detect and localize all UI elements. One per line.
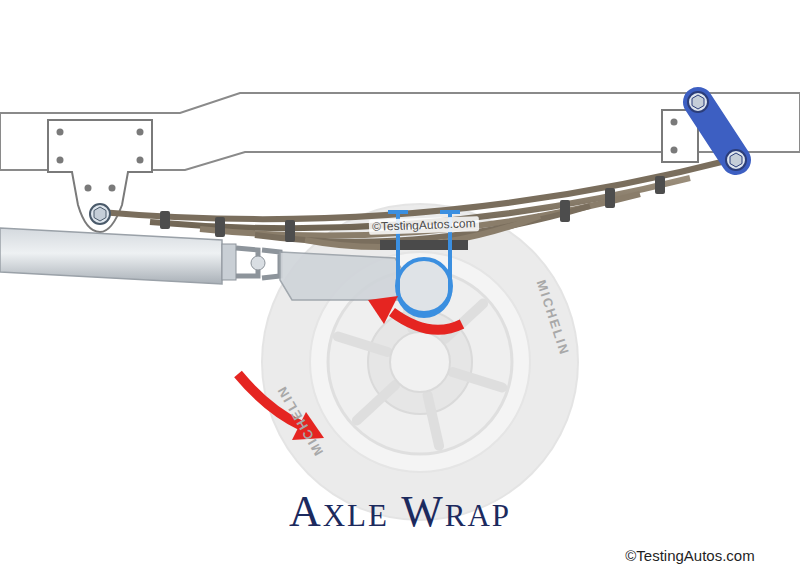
watermark: ©TestingAutos.com (369, 216, 479, 235)
spring-eye-bolt (90, 204, 110, 224)
tire (262, 204, 578, 520)
drive-shaft (0, 228, 420, 300)
rotation-arrow (368, 296, 462, 330)
watermark: ©TestingAutos.com (622, 547, 757, 566)
tire-brand: MICHELIN (531, 275, 573, 361)
diagram-title: Axle Wrap (286, 487, 514, 537)
wheel-spoke (428, 395, 440, 446)
leaf-spring (100, 158, 738, 247)
wheel-spoke (445, 304, 483, 339)
wheel-spoke (452, 372, 502, 387)
shackle (688, 92, 746, 170)
wheel-spoke (338, 337, 388, 352)
tire-brand: MICHELIN (272, 379, 329, 461)
wheel-spoke (357, 385, 395, 420)
